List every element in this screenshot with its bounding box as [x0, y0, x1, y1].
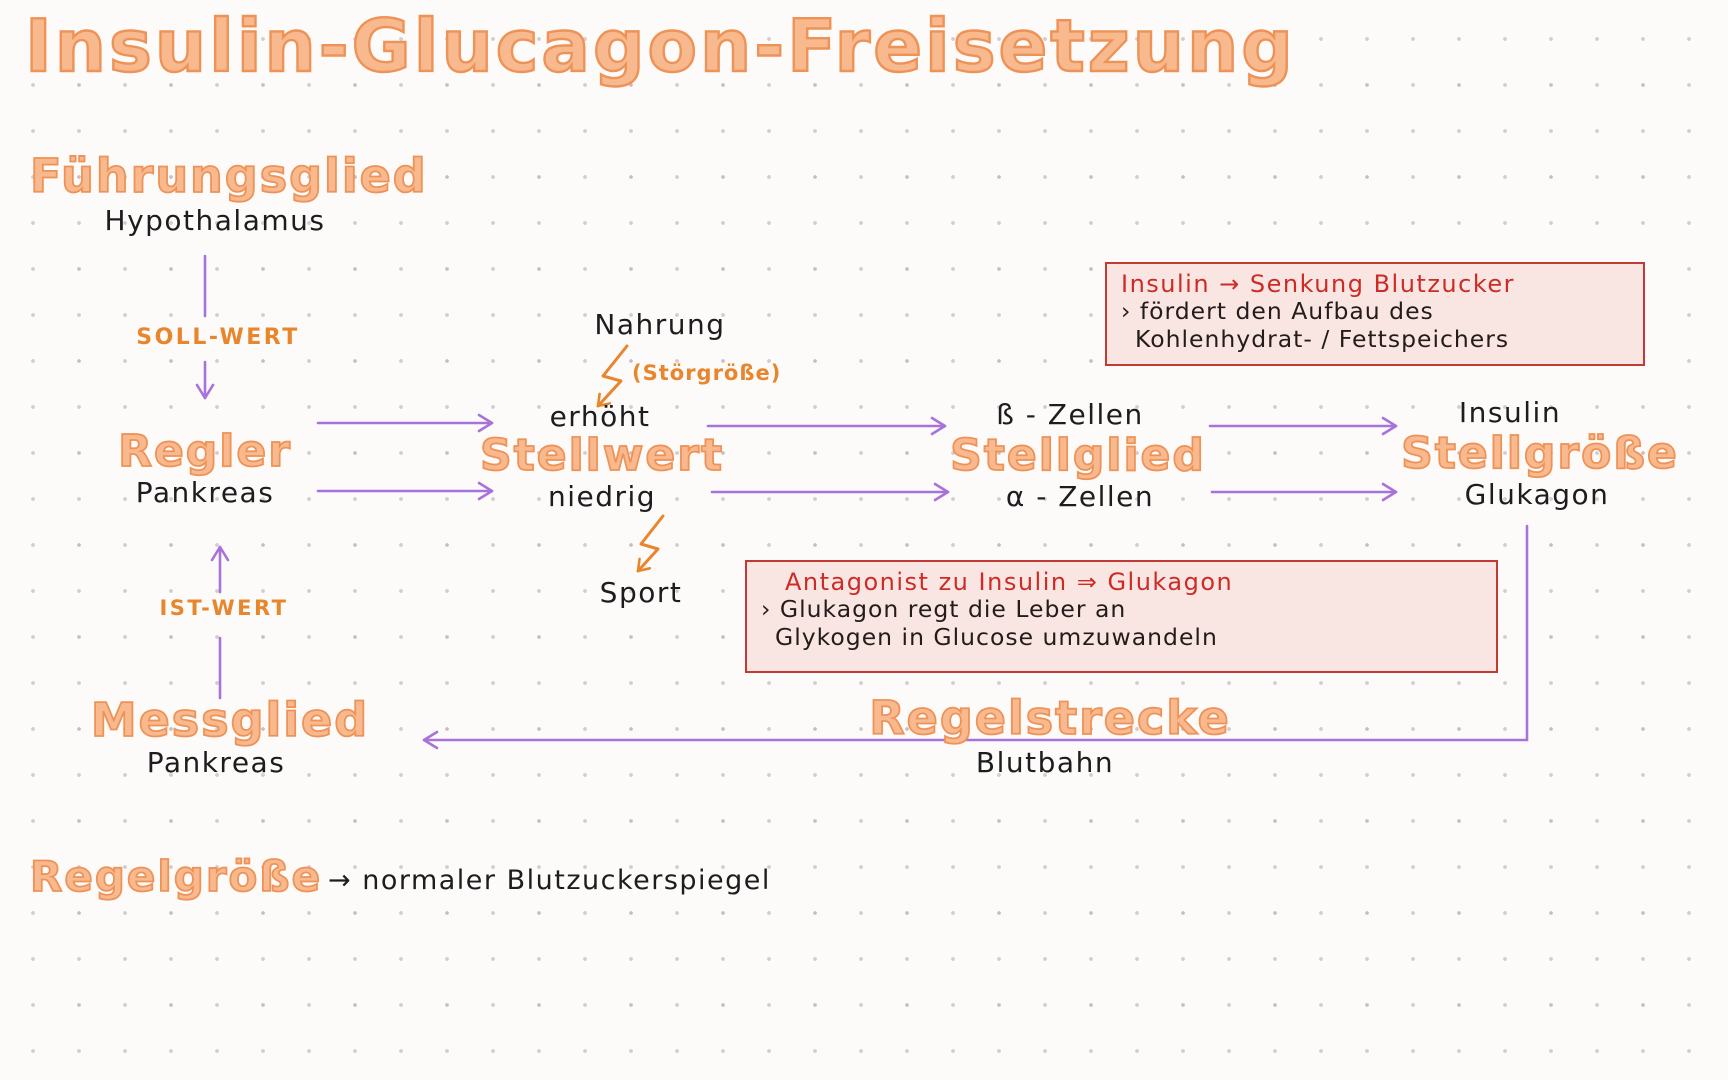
- page-title: Insulin-Glucagon-Freisetzung: [24, 4, 1296, 88]
- regelgroesse-label: Regelgröße: [29, 852, 323, 901]
- node-stellglied-above: ß - Zellen: [996, 398, 1144, 431]
- node-stellgroesse-below: Glukagon: [1464, 478, 1610, 511]
- regelgroesse-note: → normaler Blutzuckerspiegel: [328, 865, 771, 896]
- glukagon-box-heading: Antagonist zu Insulin ⇒ Glukagon: [785, 568, 1234, 596]
- node-stellglied-below: α - Zellen: [1005, 480, 1155, 513]
- insulin-info-box: Insulin → Senkung Blutzucker › fördert d…: [1105, 262, 1645, 366]
- node-fuehrungsglied-sublabel: Hypothalamus: [104, 204, 326, 237]
- node-messglied-label: Messglied: [90, 693, 370, 747]
- insulin-box-line1: › fördert den Aufbau des: [1121, 297, 1434, 326]
- node-regler-label: Regler: [117, 426, 292, 477]
- insulin-box-heading: Insulin → Senkung Blutzucker: [1121, 270, 1516, 298]
- disturbance-sport-label: Sport: [599, 576, 683, 609]
- sport-lightning-icon: [636, 514, 665, 573]
- insulin-box-line2: Kohlenhydrat- / Fettspeichers: [1135, 325, 1510, 354]
- node-fuehrungsglied-label: Führungsglied: [29, 149, 428, 203]
- node-regelstrecke-sublabel: Blutbahn: [975, 746, 1115, 779]
- ist-wert-label: IST-WERT: [159, 596, 289, 620]
- node-messglied-sublabel: Pankreas: [146, 746, 286, 779]
- stoergroesse-note: (Störgröße): [632, 361, 782, 385]
- glukagon-info-box: Antagonist zu Insulin ⇒ Glukagon › Gluka…: [745, 560, 1498, 673]
- node-stellwert-above: erhöht: [549, 400, 651, 433]
- stoergroesse-lightning-icon: [596, 344, 629, 408]
- glukagon-box-line1: › Glukagon regt die Leber an: [761, 595, 1127, 624]
- node-stellgroesse-label: Stellgröße: [1400, 428, 1679, 479]
- node-stellglied-label: Stellglied: [949, 430, 1206, 481]
- soll-wert-label: SOLL-WERT: [136, 325, 300, 350]
- glukagon-box-line2: Glykogen in Glucose umzuwandeln: [775, 623, 1218, 652]
- node-regler-sublabel: Pankreas: [135, 476, 275, 509]
- node-stellwert-label: Stellwert: [479, 430, 724, 481]
- node-stellwert-below: niedrig: [547, 480, 657, 513]
- node-stellgroesse-above: Insulin: [1458, 396, 1562, 429]
- node-regelstrecke-label: Regelstrecke: [868, 691, 1231, 745]
- disturbance-nahrung-label: Nahrung: [594, 308, 726, 341]
